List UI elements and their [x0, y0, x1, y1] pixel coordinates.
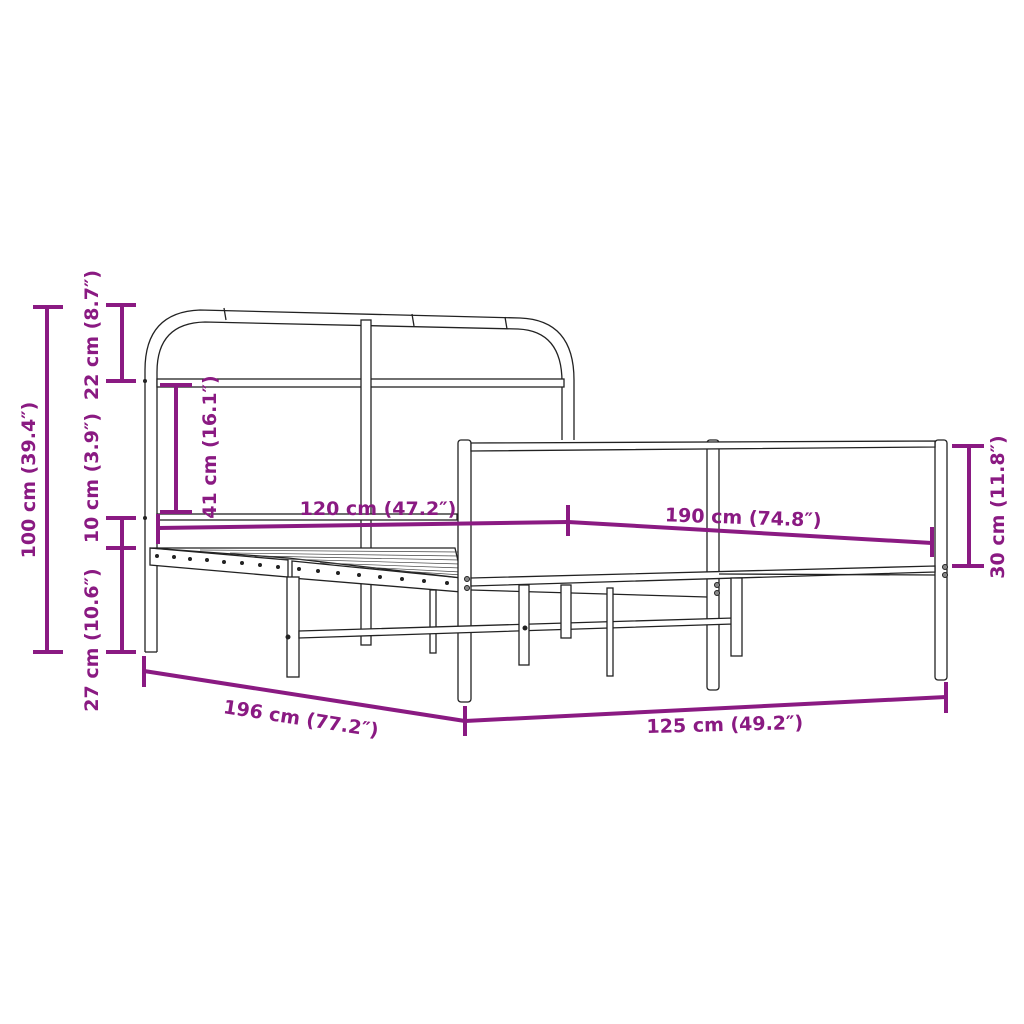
- dim-clearance: 27 cm (10.6″): [81, 548, 136, 712]
- dim-headboard-top: 22 cm (8.7″): [81, 270, 136, 400]
- total-height-label: 100 cm (39.4″): [18, 402, 40, 559]
- dim-inner-length: 190 cm (74.8″): [567, 504, 934, 557]
- footboard: [457, 439, 948, 703]
- headboard-top-label: 22 cm (8.7″): [81, 270, 103, 400]
- bed-frame-drawing: [143, 307, 948, 703]
- inner-width-label: 120 cm (47.2″): [300, 498, 457, 520]
- dim-total-length: 196 cm (77.2″): [142, 656, 466, 742]
- dim-footboard-height: 30 cm (11.8″): [952, 435, 1009, 579]
- headboard-inner-label: 41 cm (16.1″): [199, 375, 221, 518]
- clearance-label: 27 cm (10.6″): [81, 568, 103, 711]
- rail-height-label: 10 cm (3.9″): [81, 413, 103, 543]
- side-rail: [149, 547, 463, 678]
- dim-total-width: 125 cm (49.2″): [463, 682, 948, 738]
- dimension-annotations: 100 cm (39.4″) 22 cm (8.7″) 41 cm (16.1″…: [18, 270, 1009, 742]
- dim-total-height: 100 cm (39.4″): [18, 305, 63, 654]
- inner-length-label: 190 cm (74.8″): [665, 504, 822, 531]
- dim-rail-height: 10 cm (3.9″): [81, 413, 136, 550]
- dim-inner-width: 120 cm (47.2″): [156, 498, 570, 544]
- total-width-label: 125 cm (49.2″): [646, 712, 803, 738]
- under-frame: [298, 573, 936, 677]
- footboard-height-label: 30 cm (11.8″): [987, 435, 1009, 578]
- dim-headboard-inner: 41 cm (16.1″): [160, 375, 221, 519]
